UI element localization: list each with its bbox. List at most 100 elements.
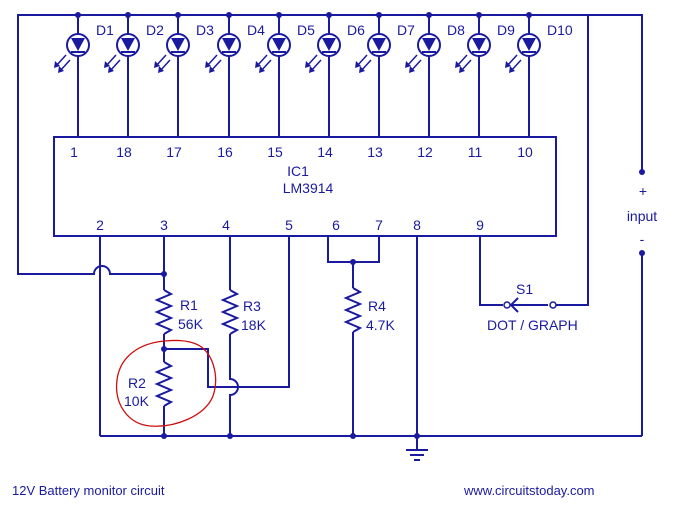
pin-label: 9	[476, 217, 484, 233]
pin-label: 18	[116, 144, 132, 160]
led-ref-label: D9	[497, 22, 515, 38]
led-ref-label: D2	[146, 22, 164, 38]
led-arrow-head	[355, 61, 361, 68]
pin-label: 13	[367, 144, 383, 160]
ic-part: LM3914	[283, 180, 334, 196]
pin6-pin7-bridge	[327, 236, 380, 263]
led-arrow-head	[104, 61, 110, 68]
r4-value: 4.7K	[366, 317, 395, 333]
led-array: D1 1 D2 18 D3 17 D4 16 D5 15 D6 14 D7 13 D8 12 D9 11 D10 10	[54, 12, 573, 160]
led-d4: D4 16	[205, 12, 265, 160]
pin-label: 15	[267, 144, 283, 160]
led-ref-label: D5	[297, 22, 315, 38]
led-ref-label: D8	[447, 22, 465, 38]
led-diode-triangle	[272, 38, 286, 51]
led-ref-label: D1	[96, 22, 114, 38]
switch-label: DOT / GRAPH	[487, 317, 578, 333]
led-d1: D1 1	[54, 12, 114, 160]
led-arrow-head	[58, 66, 64, 73]
switch-arrow	[509, 297, 519, 313]
led-diode-triangle	[422, 38, 436, 51]
r2-value: 10K	[124, 393, 150, 409]
pin-label: 7	[375, 217, 383, 233]
led-arrow-head	[209, 66, 215, 73]
led-diode-triangle	[171, 38, 185, 51]
led-arrow-head	[359, 66, 365, 73]
led-arrow-head	[205, 61, 211, 68]
pin-label: 10	[517, 144, 533, 160]
led-diode-triangle	[71, 38, 85, 51]
pin-label: 12	[417, 144, 433, 160]
r2-zigzag	[154, 361, 174, 407]
led-arrow-head	[459, 66, 465, 73]
led-arrow-head	[409, 66, 415, 73]
switch-contact	[503, 301, 511, 309]
r1-zigzag	[154, 289, 174, 335]
r1-ref: R1	[180, 297, 198, 313]
input-plus-sign: +	[639, 183, 647, 199]
switch-ref: S1	[516, 281, 533, 297]
led-d7: D7 13	[355, 12, 415, 160]
r1-r2-to-pin5-wire	[164, 236, 290, 388]
led-diode-triangle	[322, 38, 336, 51]
pin-label: 11	[468, 144, 483, 160]
led-d9: D9 11	[455, 12, 515, 160]
led-arrow-head	[455, 61, 461, 68]
pin-label: 6	[332, 217, 340, 233]
pin-label: 5	[285, 217, 293, 233]
led-ref-label: D3	[196, 22, 214, 38]
junction-dots	[161, 259, 420, 439]
pin9-wire	[479, 236, 503, 306]
led-d5: D5 15	[255, 12, 315, 160]
pin-label: 3	[160, 217, 168, 233]
input-label: input	[627, 208, 657, 224]
ic-body	[53, 136, 557, 237]
led-arrow-head	[505, 61, 511, 68]
led-d8: D8 12	[405, 12, 465, 160]
r3-ref: R3	[243, 298, 261, 314]
input-plus-wire	[588, 14, 643, 170]
pin-label: 17	[166, 144, 182, 160]
r3-to-ground-wire	[229, 334, 239, 436]
pin-label: 16	[217, 144, 233, 160]
led-ref-label: D10	[547, 22, 573, 38]
input-plus-terminal	[639, 169, 645, 175]
pin-label: 2	[96, 217, 104, 233]
led-arrow-head	[405, 61, 411, 68]
led-arrow-head	[309, 66, 315, 73]
led-diode-triangle	[472, 38, 486, 51]
r4-ref: R4	[368, 298, 386, 314]
led-arrow-head	[509, 66, 515, 73]
led-arrow-head	[305, 61, 311, 68]
led-arrow-head	[255, 61, 261, 68]
ic-ref: IC1	[287, 163, 309, 179]
led-arrow-head	[259, 66, 265, 73]
input-minus-sign: -	[640, 231, 645, 247]
pin-label: 4	[222, 217, 230, 233]
switch-to-rail-wire	[556, 15, 589, 306]
led-arrow-head	[154, 61, 160, 68]
pin-label: 1	[70, 144, 78, 160]
r2-ref: R2	[128, 375, 146, 391]
website-credit: www.circuitstoday.com	[463, 483, 595, 498]
led-ref-label: D7	[397, 22, 415, 38]
pin-label: 8	[413, 217, 421, 233]
bottom-pin-labels: 2 3 4 5 6 7 8 9	[96, 217, 484, 233]
led-arrow-head	[54, 61, 60, 68]
r4-zigzag	[343, 287, 363, 333]
r2-highlight-circle	[115, 339, 217, 427]
led-arrow-head	[108, 66, 114, 73]
led-diode-triangle	[222, 38, 236, 51]
led-arrow-head	[158, 66, 164, 73]
pin-label: 14	[317, 144, 333, 160]
led-d3: D3 17	[154, 12, 214, 160]
led-ref-label: D4	[247, 22, 265, 38]
r1-value: 56K	[178, 316, 204, 332]
led-diode-triangle	[372, 38, 386, 51]
led-ref-label: D6	[347, 22, 365, 38]
r3-zigzag	[220, 289, 240, 335]
r3-value: 18K	[241, 317, 267, 333]
ground-symbol	[406, 436, 428, 461]
